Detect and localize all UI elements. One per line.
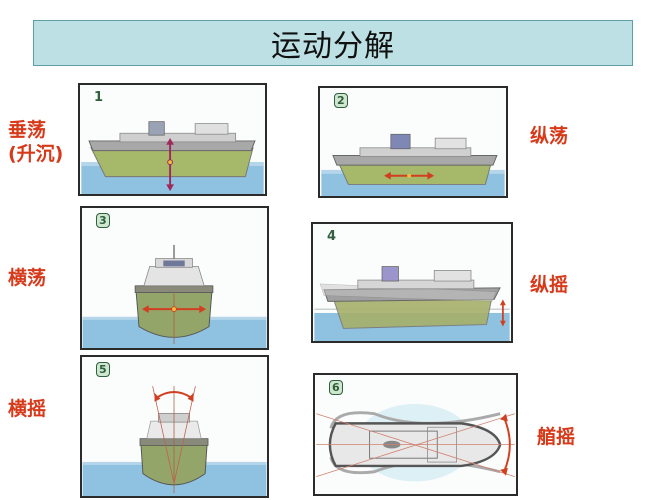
label-pitch: 纵摇 [530,274,569,296]
label-heave-line2: (升沉) [8,143,64,165]
label-surge: 纵荡 [530,125,569,147]
ship-top-yaw-illustration [316,404,515,482]
panel-number-6: 6 [329,380,343,395]
ship-side-surge-illustration [321,133,505,196]
panel-number-3: 3 [96,213,110,228]
ship-side-heave-illustration [81,121,264,194]
label-roll: 横摇 [8,398,47,420]
ship-front-roll-illustration [82,386,267,496]
page-title: 运动分解 [271,29,395,64]
panel-number-1: 1 [94,90,104,105]
panel-number-5: 5 [96,362,110,377]
panel-yaw: 6 [313,373,518,496]
panel-heave: 1 [78,83,267,196]
panel-sway: 3 [80,206,269,350]
ship-front-sway-illustration [82,244,267,348]
panel-number-4: 4 [327,229,337,244]
panel-number-2: 2 [334,93,348,108]
label-heave-line1: 垂荡 [8,119,47,141]
label-heave: 垂荡 (升沉) [8,118,63,166]
ship-side-pitch-illustration [314,266,510,341]
panel-pitch: 4 [311,222,513,343]
title-bar: 运动分解 [33,20,633,66]
label-yaw: 艏摇 [537,426,576,448]
panel-surge: 2 [318,86,508,198]
panel-roll: 5 [80,355,269,498]
label-sway: 横荡 [8,267,47,289]
